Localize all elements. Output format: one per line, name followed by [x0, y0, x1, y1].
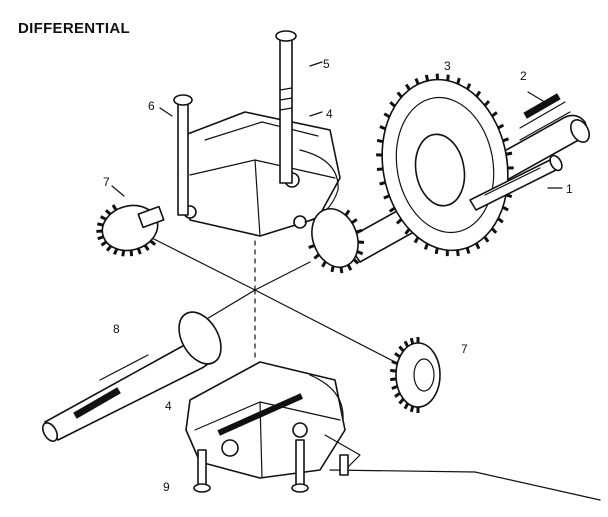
gear-tooth — [474, 242, 481, 250]
gear-tooth — [355, 228, 363, 234]
gear-tooth — [111, 204, 118, 211]
gear-tooth — [413, 236, 420, 244]
callout-6: 6 — [148, 99, 155, 113]
bolt-part-6 — [173, 94, 193, 216]
upper-housing-half — [177, 111, 341, 237]
bevel-pinion-left — [96, 204, 165, 257]
gear-tooth — [414, 78, 420, 85]
gear-tooth — [143, 244, 150, 252]
gear-tooth — [405, 83, 411, 91]
callout-2: 2 — [520, 69, 527, 83]
gear-tooth — [390, 377, 397, 382]
gear-tooth — [395, 218, 403, 225]
gear-tooth — [330, 265, 335, 273]
gear-tooth — [346, 264, 353, 271]
gear-tooth — [505, 151, 513, 156]
gear-tooth — [491, 111, 498, 118]
gear-tooth — [483, 100, 491, 107]
gear-tooth — [352, 258, 360, 265]
gear-tooth — [398, 345, 405, 353]
gear-tooth — [383, 112, 391, 119]
callout-4-bottom: 4 — [165, 399, 172, 413]
bevel-pinion-right — [390, 337, 441, 413]
gear-tooth — [456, 77, 461, 85]
gear-tooth — [356, 250, 364, 256]
callout-4-top: 4 — [326, 107, 333, 121]
gear-tooth — [502, 205, 509, 212]
callout-3: 3 — [444, 59, 451, 73]
gear-tooth — [391, 360, 398, 366]
bevel-gear-upper — [308, 208, 365, 274]
gear-tooth — [409, 337, 415, 345]
gear-tooth — [390, 368, 397, 373]
gear-tooth — [379, 181, 386, 186]
gear-tooth — [409, 405, 415, 413]
gear-tooth — [446, 74, 450, 81]
assembly-center-lines — [139, 231, 396, 363]
gear-tooth — [105, 245, 113, 252]
gear-tooth — [466, 83, 472, 90]
gear-tooth — [97, 222, 104, 227]
callout-8: 8 — [113, 322, 120, 336]
gear-tooth — [376, 138, 384, 144]
gear-tooth — [100, 240, 108, 247]
gear-tooth — [321, 260, 327, 268]
callout-5: 5 — [323, 57, 330, 71]
gear-tooth — [394, 391, 401, 398]
callout-9: 9 — [163, 480, 170, 494]
gear-tooth — [313, 253, 320, 260]
gear-tooth — [497, 123, 505, 130]
gear-tooth — [339, 266, 344, 274]
left-axle-shaft — [41, 311, 222, 442]
gear-tooth — [434, 247, 439, 255]
gear-tooth — [497, 217, 504, 224]
gear-tooth — [376, 167, 384, 171]
gear-tooth — [465, 247, 471, 254]
gear-tooth — [97, 235, 104, 241]
gear-tooth — [389, 101, 396, 108]
gear-tooth — [383, 194, 390, 200]
callout-1: 1 — [566, 182, 573, 196]
gear-tooth — [388, 206, 396, 213]
diagram-title: DIFFERENTIAL — [18, 20, 130, 37]
gear-tooth — [136, 247, 142, 255]
gear-tooth — [149, 239, 157, 246]
gear-tooth — [99, 215, 107, 221]
gear-tooth — [475, 90, 482, 98]
gear-tooth — [121, 250, 126, 257]
gear-tooth — [403, 340, 410, 348]
callout-leaders — [111, 61, 563, 197]
bolt-part-1 — [469, 154, 563, 211]
gear-tooth — [379, 125, 386, 131]
gear-tooth — [394, 352, 401, 359]
gear-tooth — [391, 384, 398, 390]
lower-housing-half — [185, 361, 601, 501]
callout-7-left: 7 — [103, 175, 110, 189]
gear-tooth — [308, 244, 315, 249]
gear-tooth — [455, 249, 460, 257]
gear-tooth — [403, 402, 410, 410]
callout-7-right: 7 — [461, 342, 468, 356]
gear-tooth — [129, 250, 134, 257]
gear-tooth — [344, 209, 351, 217]
bolts-part-9 — [193, 439, 349, 493]
bolt-part-5 — [275, 30, 297, 184]
gear-tooth — [104, 209, 112, 216]
gear-tooth — [502, 137, 510, 143]
gear-tooth — [483, 236, 490, 243]
gear-tooth — [423, 243, 429, 250]
gear-tooth — [490, 227, 498, 234]
gear-tooth — [113, 248, 119, 255]
gear-tooth — [424, 74, 430, 82]
gear-tooth — [351, 218, 358, 225]
gear-tooth — [396, 91, 403, 99]
gear-tooth — [404, 228, 411, 235]
gear-tooth — [398, 397, 405, 405]
